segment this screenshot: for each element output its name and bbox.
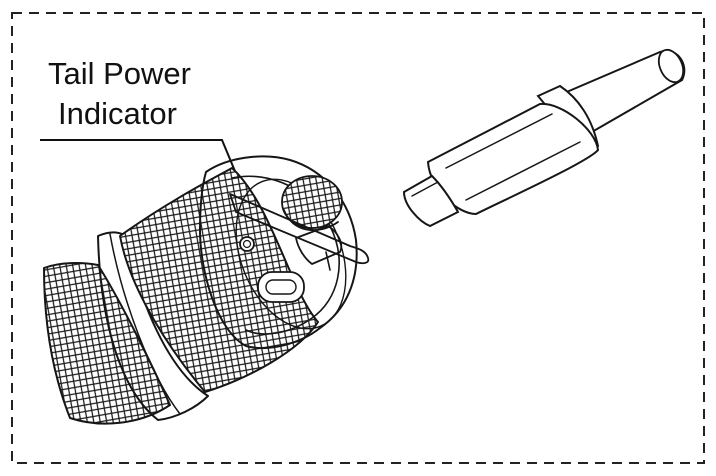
usb-c-port <box>257 271 305 303</box>
callout-label-line2: Indicator <box>58 96 177 131</box>
port-cover-flap <box>229 193 370 271</box>
flashlight-tail <box>43 155 370 425</box>
usb-c-cable <box>402 48 686 228</box>
dashed-border <box>11 12 705 464</box>
tail-power-indicator-light <box>239 236 255 252</box>
tail-switch-button <box>281 175 343 231</box>
cable-connector-housing <box>426 102 600 216</box>
callout-label-line1: Tail Power <box>48 56 191 91</box>
